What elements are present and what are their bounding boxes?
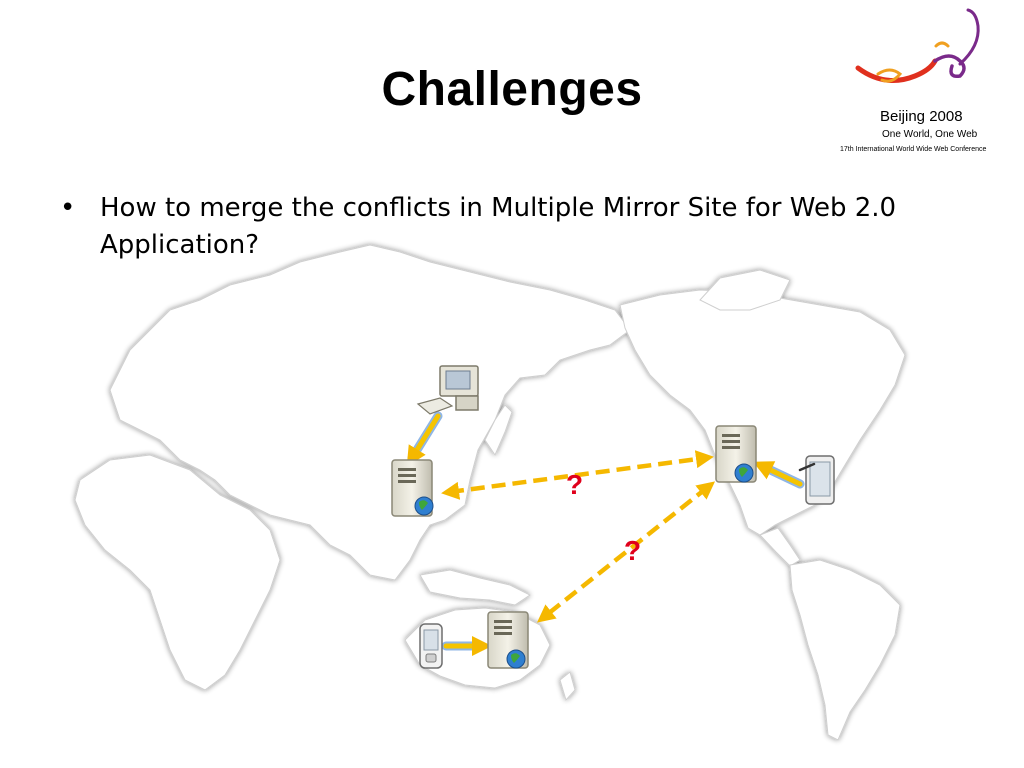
logo-line-3: 17th International World Wide Web Confer… [840,146,987,153]
tablet-icon[interactable] [798,455,835,505]
pda-icon[interactable] [419,623,443,669]
logo-line-1: Beijing 2008 [880,108,963,125]
landmass-north-america [619,289,906,536]
landmass-new-zealand [559,671,576,701]
bullet-text: How to merge the conflicts in Multiple M… [100,193,897,260]
sync-arrow-asia-america [441,450,714,500]
conference-logo: Beijing 2008 One World, One Web 17th Int… [840,6,1020,156]
slide-title: Challenges [381,63,643,116]
landmass-greenland [699,269,791,311]
server-america-icon[interactable] [715,425,757,483]
landmass-central-america [759,527,801,567]
landmass-africa [74,454,281,691]
server-australia-icon[interactable] [487,611,529,669]
sync-arrows [441,450,716,623]
conflict-mark-2: ? [624,535,641,566]
bullet-dot: • [60,193,76,223]
server-asia-icon[interactable] [391,459,434,517]
landmass-south-america [789,559,901,741]
logo-line-2: One World, One Web [882,129,978,140]
conflict-mark-1: ? [566,469,583,500]
logo-emblem-icon [855,8,980,83]
landmass-eurasia [109,244,631,581]
sync-arrow-america-australia [536,481,716,623]
client-links [406,411,805,656]
landmass-indonesia [419,569,531,606]
desktop-computer-icon[interactable] [416,365,479,415]
